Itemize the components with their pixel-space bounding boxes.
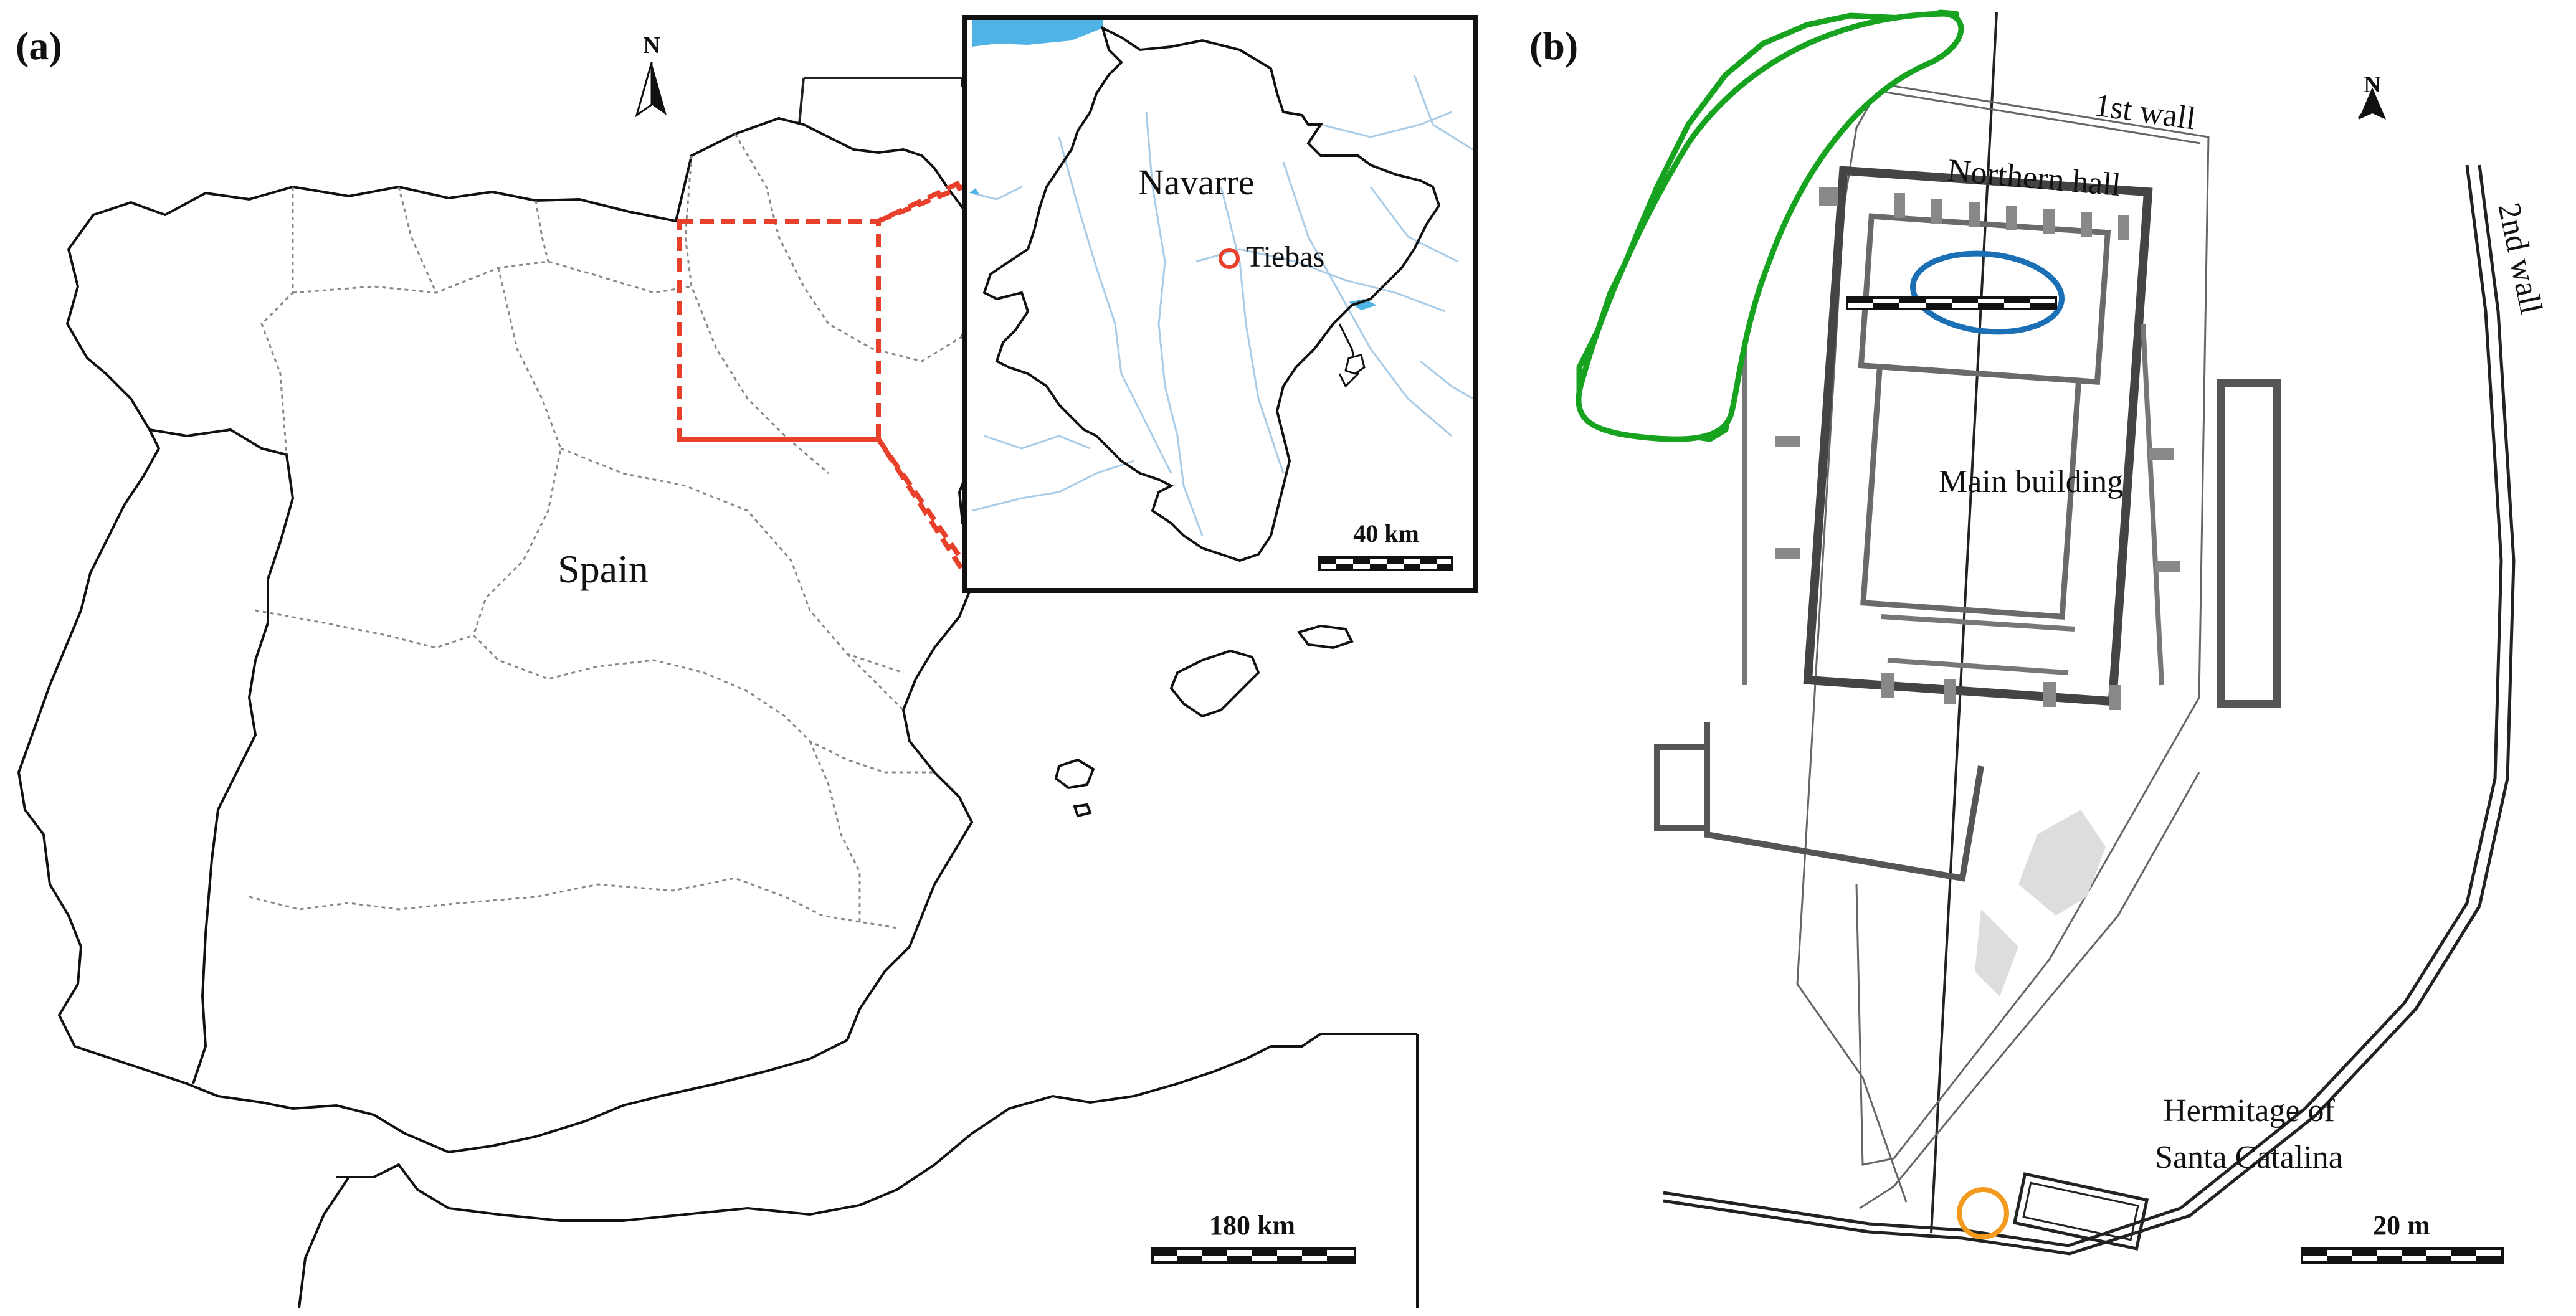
- spain-label: Spain: [558, 547, 649, 591]
- scale-bar-a: 180 km: [1151, 1210, 1356, 1264]
- green-zone-outline-smooth: [1576, 11, 1964, 442]
- portugal-border: [149, 428, 295, 1084]
- panel-b: (b) N: [1529, 9, 2549, 1264]
- tiebas-marker-icon: [1219, 248, 1240, 269]
- north-arrow-letter: N: [643, 32, 660, 59]
- northern-hall-ellipse: [1909, 250, 2065, 335]
- northern-hall-transect-overlay-marks: [1847, 298, 2056, 309]
- balearic-islands: [1054, 624, 1354, 818]
- tiebas-label: Tiebas: [1246, 240, 1324, 273]
- inset-rivers: [971, 74, 1473, 536]
- navarre-inner-boundary: [1338, 323, 1359, 388]
- hermitage-orange-circle: [1957, 1187, 2009, 1239]
- scale-bar-b: 20 m: [2301, 1210, 2504, 1264]
- panel-b-label: (b): [1529, 24, 1578, 68]
- navarre-outline: [982, 26, 1441, 562]
- plan-detail-marks: [1775, 187, 2180, 996]
- inset-reservoir: [1349, 299, 1377, 310]
- scale-bar-a-label: 180 km: [1209, 1210, 1295, 1241]
- scale-bar-inset: 40 km: [1318, 519, 1453, 571]
- hermitage-label-line1: Hermitage of: [2163, 1093, 2335, 1129]
- navarre-inset: Navarre Tiebas 40 km: [962, 15, 1478, 593]
- scale-bar-inset-label: 40 km: [1353, 519, 1419, 547]
- north-arrow-icon: N: [635, 32, 667, 118]
- main-building-plan: [1654, 166, 2281, 882]
- panel-a: (a) N: [16, 15, 1478, 1309]
- regional-borders: [249, 133, 963, 929]
- hermitage-plan: [2012, 1172, 2149, 1251]
- north-arrow-icon: N: [2357, 72, 2386, 120]
- inset-island-outline: [1344, 354, 1366, 375]
- main-building-label: Main building: [1939, 464, 2123, 499]
- ceuta-outline: [349, 1163, 399, 1178]
- iberian-coastline: [17, 116, 977, 1154]
- navarre-highlight-box-top-left: [679, 178, 967, 575]
- hermitage-label-line2: Santa Catalina: [2155, 1140, 2343, 1175]
- navarre-label: Navarre: [1138, 162, 1255, 202]
- second-wall-outline: [1663, 164, 2516, 1256]
- scale-bar-b-label: 20 m: [2373, 1210, 2430, 1241]
- inset-lake-marker: [969, 188, 979, 194]
- second-wall-label: 2nd wall: [2491, 200, 2549, 317]
- first-wall-label: 1st wall: [2092, 87, 2198, 136]
- panel-a-label: (a): [16, 24, 62, 68]
- northern-hall-label: Northern hall: [1946, 153, 2122, 203]
- inset-sea: [972, 20, 1103, 47]
